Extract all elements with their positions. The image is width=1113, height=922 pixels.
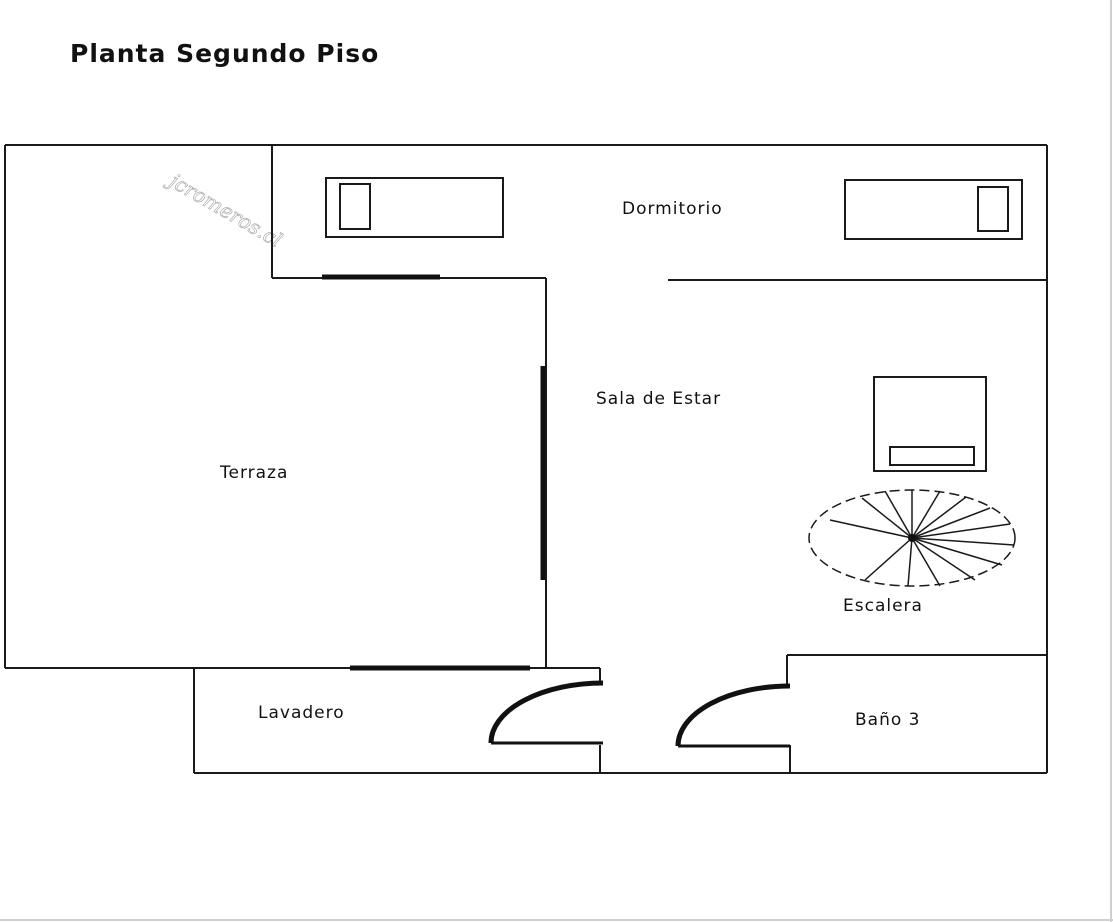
stair-center-post [908,534,916,542]
door-bano-swing [675,683,791,747]
windows [322,274,546,671]
sofa-sala [873,376,987,472]
stair-tread [911,537,976,581]
stair-tread [829,519,913,539]
stair-tread [861,497,913,539]
door-lavadero-swing [488,680,604,744]
room-label-bano: Baño 3 [855,710,920,730]
spiral-staircase [808,489,1016,587]
watermark-text: jcromeros.cl [162,167,286,253]
stair-tread [864,537,913,581]
room-label-escalera: Escalera [843,596,923,616]
stair-tread [911,507,991,539]
stair-tread [911,523,1011,539]
door-lavadero [488,680,604,745]
stair-treads [829,490,1015,587]
door-bano [675,683,791,748]
bed-left [325,177,504,238]
room-label-dormitorio: Dormitorio [622,199,723,219]
stair-tread [911,496,967,539]
room-label-sala-de-estar: Sala de Estar [596,389,721,409]
stair-tread [907,537,913,587]
room-label-lavadero: Lavadero [258,703,345,723]
bed-left-pillow [339,183,371,230]
bed-right [844,179,1023,240]
stair-tread [911,537,941,587]
walls [4,144,1048,774]
sofa-cushion [889,446,975,466]
stair-tread [884,490,913,539]
stair-tread [911,537,1015,546]
room-label-terraza: Terraza [219,463,288,483]
bed-right-pillow [977,186,1009,232]
plan-title: Planta Segundo Piso [70,39,379,68]
stair-tread [911,537,1003,566]
stair-tread [911,490,941,539]
